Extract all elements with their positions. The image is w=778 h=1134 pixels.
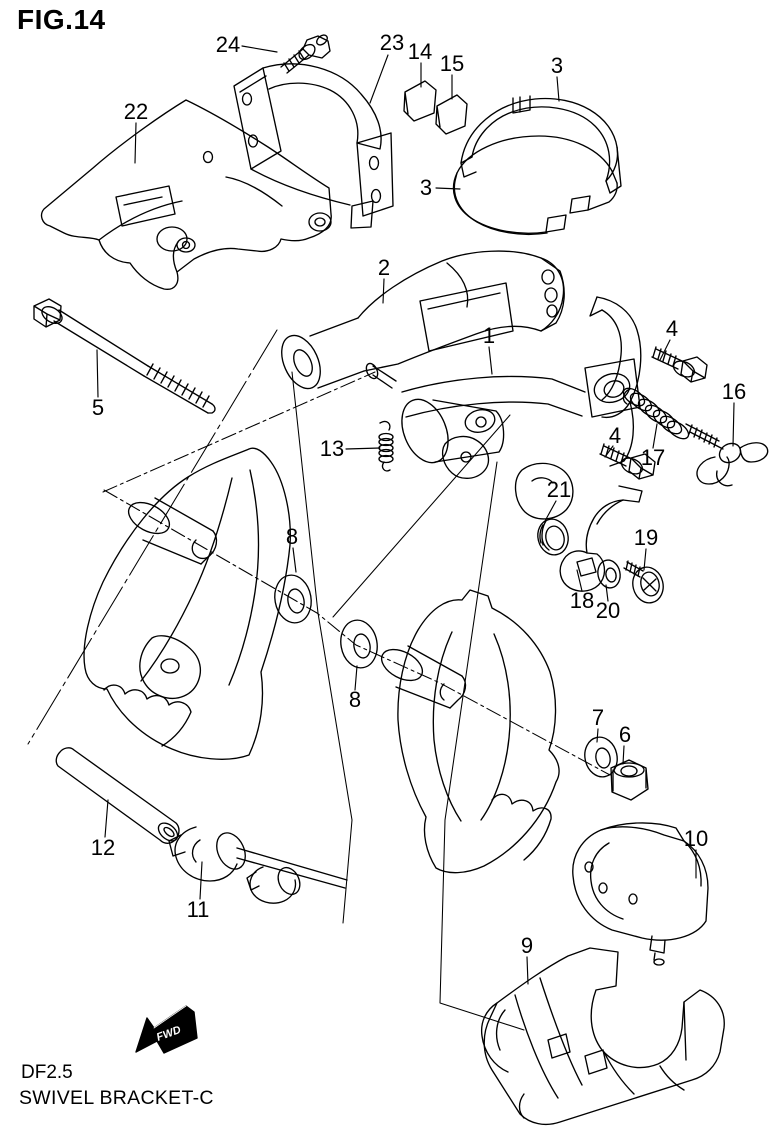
callout-8-lower: 8 <box>348 687 362 712</box>
part-3-bushing-side <box>453 136 617 234</box>
leader-line-19 <box>644 549 646 570</box>
leader-line-8-lower <box>355 666 357 690</box>
callout-5: 5 <box>91 395 105 420</box>
construction-lines <box>28 330 610 1030</box>
leader-line-3-side <box>436 188 460 189</box>
callout-14: 14 <box>407 39 433 64</box>
model-code: DF2.5 <box>21 1062 73 1083</box>
leader-line-2 <box>383 279 384 303</box>
part-11-clamp <box>169 827 347 903</box>
leader-lines <box>97 46 734 984</box>
leader-line-9 <box>527 957 528 984</box>
part-14-pad <box>404 81 436 121</box>
leader-line-18 <box>577 570 582 591</box>
part-20-washer <box>595 558 622 590</box>
callout-4-lower: 4 <box>608 423 622 448</box>
figure-title: FIG.14 <box>17 4 106 35</box>
part-16-wing-bolt <box>686 424 768 486</box>
callout-4-upper: 4 <box>665 316 679 341</box>
leader-line-6 <box>623 746 624 764</box>
callout-22: 22 <box>123 99 149 124</box>
callout-24: 24 <box>215 32 241 57</box>
part-5-bolt <box>34 299 215 413</box>
part-1-swivel-bracket <box>393 297 641 519</box>
callout-12: 12 <box>90 835 116 860</box>
part-17-spring <box>620 385 691 442</box>
part-23-clamp <box>234 64 393 228</box>
part-15-pad <box>436 95 467 134</box>
part-6-nut <box>611 760 648 800</box>
leader-line-23 <box>370 55 388 103</box>
callout-6: 6 <box>618 722 632 747</box>
callout-16: 16 <box>721 379 747 404</box>
part-19-screw <box>624 561 667 606</box>
part-22-bracket <box>42 100 332 289</box>
leader-line-12 <box>105 800 108 837</box>
stern-bracket-left <box>84 448 290 759</box>
stern-bracket-right <box>376 590 559 873</box>
leader-line-21 <box>545 501 556 521</box>
leader-line-22 <box>135 123 136 163</box>
callout-18: 18 <box>569 588 595 613</box>
callout-9: 9 <box>520 933 534 958</box>
part-4-bolt-lower <box>600 444 655 479</box>
part-18-lever <box>560 486 642 591</box>
leader-line-1 <box>489 347 492 374</box>
callout-17: 17 <box>640 445 666 470</box>
leader-line-20 <box>606 585 608 601</box>
callout-2: 2 <box>377 255 391 280</box>
leader-line-7 <box>597 729 598 742</box>
part-10-block <box>573 823 708 965</box>
callout-7: 7 <box>591 705 605 730</box>
callout-11: 11 <box>186 897 210 922</box>
leader-line-24 <box>242 46 277 52</box>
part-21-ring <box>534 516 572 558</box>
part-9-bracket <box>482 948 725 1124</box>
part-13-spring <box>379 422 393 471</box>
leader-line-4-lower <box>605 446 613 457</box>
callout-10: 10 <box>683 826 709 851</box>
callout-15: 15 <box>439 51 465 76</box>
callout-3-side: 3 <box>419 175 433 200</box>
part-2-clamp-arm <box>274 251 564 394</box>
fwd-arrow-icon: FWD <box>136 1006 197 1053</box>
callout-3-top: 3 <box>550 53 564 78</box>
leader-line-8-upper <box>293 548 296 572</box>
leader-line-17 <box>653 424 657 448</box>
part-4-bolt-upper <box>652 347 707 382</box>
callout-20: 20 <box>595 598 621 623</box>
part-8-washer-upper <box>271 572 315 626</box>
leader-line-4-upper <box>660 340 670 360</box>
part-24-bolt <box>281 33 330 73</box>
callout-8-upper: 8 <box>285 524 299 549</box>
leader-line-13 <box>346 448 380 449</box>
callout-1: 1 <box>482 323 496 348</box>
callout-23: 23 <box>379 30 405 55</box>
leader-line-5 <box>97 350 98 397</box>
callout-19: 19 <box>633 525 659 550</box>
leader-line-11 <box>200 862 202 899</box>
part-3-bushing-top <box>461 96 621 193</box>
callout-21: 21 <box>546 477 572 502</box>
leader-line-16 <box>733 403 734 446</box>
part-12-tube <box>56 748 181 845</box>
callout-13: 13 <box>319 436 345 461</box>
part-8-washer-lower <box>337 617 381 671</box>
figure-caption: SWIVEL BRACKET-C <box>19 1087 214 1109</box>
leader-line-3-top <box>557 77 559 101</box>
